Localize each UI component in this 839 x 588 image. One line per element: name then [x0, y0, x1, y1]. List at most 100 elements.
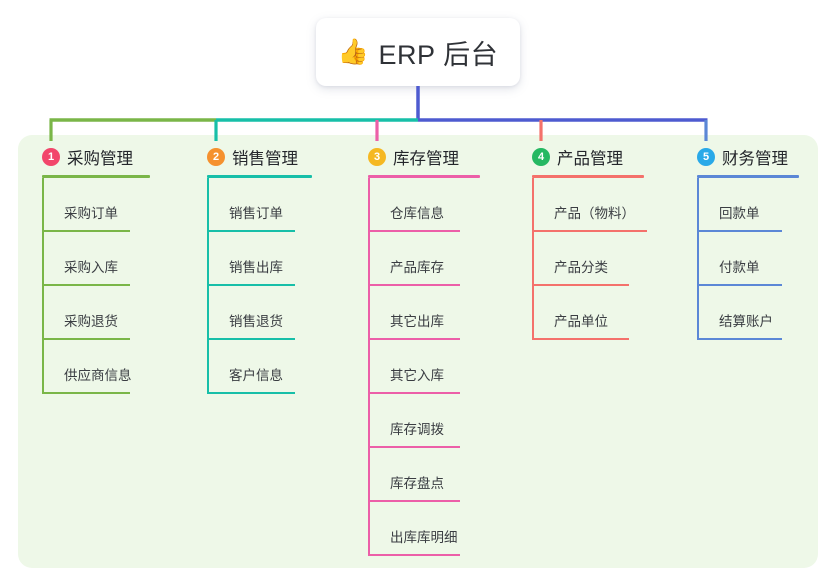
leaf-stem-line — [532, 231, 534, 286]
leaf-stem-line — [207, 177, 209, 232]
leaf-label: 仓库信息 — [390, 205, 444, 221]
branch-header-2[interactable]: 2 销售管理 — [207, 145, 312, 169]
leaf-label: 销售出库 — [229, 259, 283, 275]
leaf-stem-line — [697, 285, 699, 340]
branch-header-rule — [368, 175, 480, 178]
leaf-node[interactable]: 产品单位 — [532, 285, 644, 340]
leaf-label: 其它出库 — [390, 313, 444, 329]
leaf-label: 库存调拨 — [390, 421, 444, 437]
leaf-label: 产品库存 — [390, 259, 444, 275]
branch-title: 采购管理 — [67, 150, 133, 168]
leaf-stem-line — [368, 285, 370, 340]
leaf-node[interactable]: 销售订单 — [207, 177, 312, 232]
root-node-card[interactable]: 👍 ERP 后台 — [316, 18, 520, 86]
branch-leaf-list: 回款单付款单结算账户 — [697, 177, 799, 340]
branch-header-rule — [207, 175, 312, 178]
branch-title: 财务管理 — [722, 150, 788, 168]
branch-column-1: 1 采购管理采购订单采购入库采购退货供应商信息 — [42, 145, 150, 394]
leaf-node[interactable]: 库存调拨 — [368, 393, 480, 448]
leaf-node[interactable]: 采购订单 — [42, 177, 150, 232]
leaf-stem-line — [368, 231, 370, 286]
branch-column-4: 4 产品管理产品（物料）产品分类产品单位 — [532, 145, 647, 340]
content-panel — [18, 135, 818, 568]
branch-title: 销售管理 — [232, 150, 298, 168]
leaf-rule — [42, 283, 130, 286]
leaf-label: 销售订单 — [229, 205, 283, 221]
branch-header-1[interactable]: 1 采购管理 — [42, 145, 150, 169]
leaf-rule — [697, 283, 782, 286]
leaf-rule — [697, 337, 782, 340]
leaf-stem-line — [42, 339, 44, 394]
leaf-node[interactable]: 其它入库 — [368, 339, 480, 394]
leaf-stem-line — [368, 177, 370, 232]
branch-header-rule — [532, 175, 644, 178]
branch-leaf-list: 采购订单采购入库采购退货供应商信息 — [42, 177, 150, 394]
thumbs-up-emoji: 👍 — [337, 37, 370, 66]
leaf-node[interactable]: 产品（物料） — [532, 177, 647, 232]
leaf-stem-line — [42, 177, 44, 232]
leaf-stem-line — [207, 285, 209, 340]
leaf-node[interactable]: 产品分类 — [532, 231, 644, 286]
leaf-stem-line — [42, 285, 44, 340]
leaf-stem-line — [42, 231, 44, 286]
leaf-node[interactable]: 采购入库 — [42, 231, 150, 286]
leaf-rule — [207, 283, 295, 286]
leaf-label: 产品单位 — [554, 313, 608, 329]
leaf-stem-line — [207, 231, 209, 286]
branch-number-badge: 1 — [42, 148, 60, 166]
leaf-label: 库存盘点 — [390, 475, 444, 491]
leaf-label: 付款单 — [719, 259, 760, 275]
leaf-stem-line — [532, 285, 534, 340]
branch-header-4[interactable]: 4 产品管理 — [532, 145, 644, 169]
leaf-node[interactable]: 产品库存 — [368, 231, 480, 286]
branch-number-badge: 2 — [207, 148, 225, 166]
leaf-stem-line — [697, 177, 699, 232]
leaf-label: 销售退货 — [229, 313, 283, 329]
leaf-label: 结算账户 — [719, 313, 773, 329]
leaf-node[interactable]: 回款单 — [697, 177, 799, 232]
branch-column-2: 2 销售管理销售订单销售出库销售退货客户信息 — [207, 145, 312, 394]
leaf-stem-line — [368, 447, 370, 502]
leaf-label: 采购订单 — [64, 205, 118, 221]
branch-number-badge: 4 — [532, 148, 550, 166]
leaf-rule — [532, 337, 629, 340]
leaf-node[interactable]: 供应商信息 — [42, 339, 150, 394]
leaf-label: 采购退货 — [64, 313, 118, 329]
leaf-node[interactable]: 销售退货 — [207, 285, 312, 340]
leaf-rule — [42, 337, 130, 340]
branch-title: 产品管理 — [557, 150, 623, 168]
leaf-stem-line — [368, 501, 370, 556]
leaf-node[interactable]: 付款单 — [697, 231, 799, 286]
leaf-stem-line — [368, 339, 370, 394]
leaf-node[interactable]: 销售出库 — [207, 231, 312, 286]
leaf-node[interactable]: 采购退货 — [42, 285, 150, 340]
leaf-rule — [368, 391, 460, 394]
leaf-rule — [368, 499, 460, 502]
leaf-node[interactable]: 其它出库 — [368, 285, 480, 340]
leaf-rule — [207, 391, 295, 394]
branch-leaf-list: 仓库信息产品库存其它出库其它入库库存调拨库存盘点出库库明细 — [368, 177, 480, 556]
leaf-node[interactable]: 仓库信息 — [368, 177, 480, 232]
leaf-node[interactable]: 出库库明细 — [368, 501, 480, 556]
branch-leaf-list: 销售订单销售出库销售退货客户信息 — [207, 177, 312, 394]
leaf-label: 采购入库 — [64, 259, 118, 275]
leaf-rule — [207, 337, 295, 340]
leaf-rule — [207, 229, 295, 232]
leaf-rule — [532, 229, 647, 232]
leaf-rule — [368, 229, 460, 232]
leaf-rule — [368, 445, 460, 448]
leaf-node[interactable]: 库存盘点 — [368, 447, 480, 502]
leaf-label: 客户信息 — [229, 367, 283, 383]
leaf-rule — [532, 283, 629, 286]
leaf-node[interactable]: 客户信息 — [207, 339, 312, 394]
leaf-node[interactable]: 结算账户 — [697, 285, 799, 340]
branch-title: 库存管理 — [393, 150, 459, 168]
leaf-stem-line — [207, 339, 209, 394]
leaf-stem-line — [532, 177, 534, 232]
leaf-rule — [368, 337, 460, 340]
